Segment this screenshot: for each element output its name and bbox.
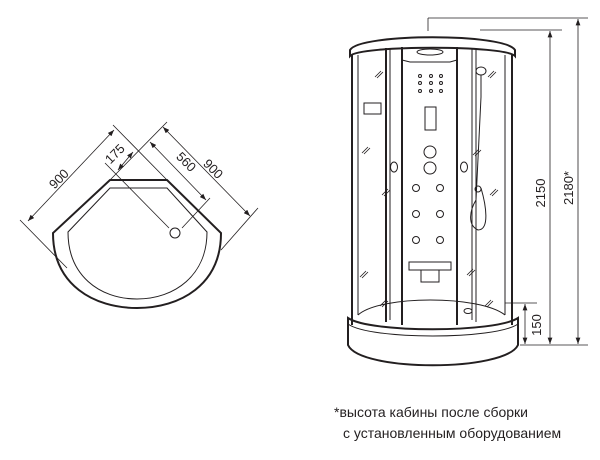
plan-view: 900 900 560 175 [19,121,259,310]
dim-width-right: 900 [200,156,226,182]
dim-tray-height: 150 [529,314,544,336]
dim-height-total: 2180* [561,171,576,205]
control-panel-icon [424,106,437,131]
dim-drain-distance: 560 [173,149,199,175]
dim-width-left: 900 [46,166,72,192]
caption-line-1: *высота кабины после сборки [334,404,529,420]
dim-height-cabin: 2150 [533,179,548,208]
elevation-view: 2150 2180* 150 [347,17,588,367]
shower-head-icon [475,66,487,76]
drain-icon [169,227,181,239]
tray-outline-inner [67,187,208,300]
tray-outline-outer [51,179,223,310]
caption-line-2: с установленным оборудованием [343,425,562,441]
shelf-icon [363,102,382,115]
